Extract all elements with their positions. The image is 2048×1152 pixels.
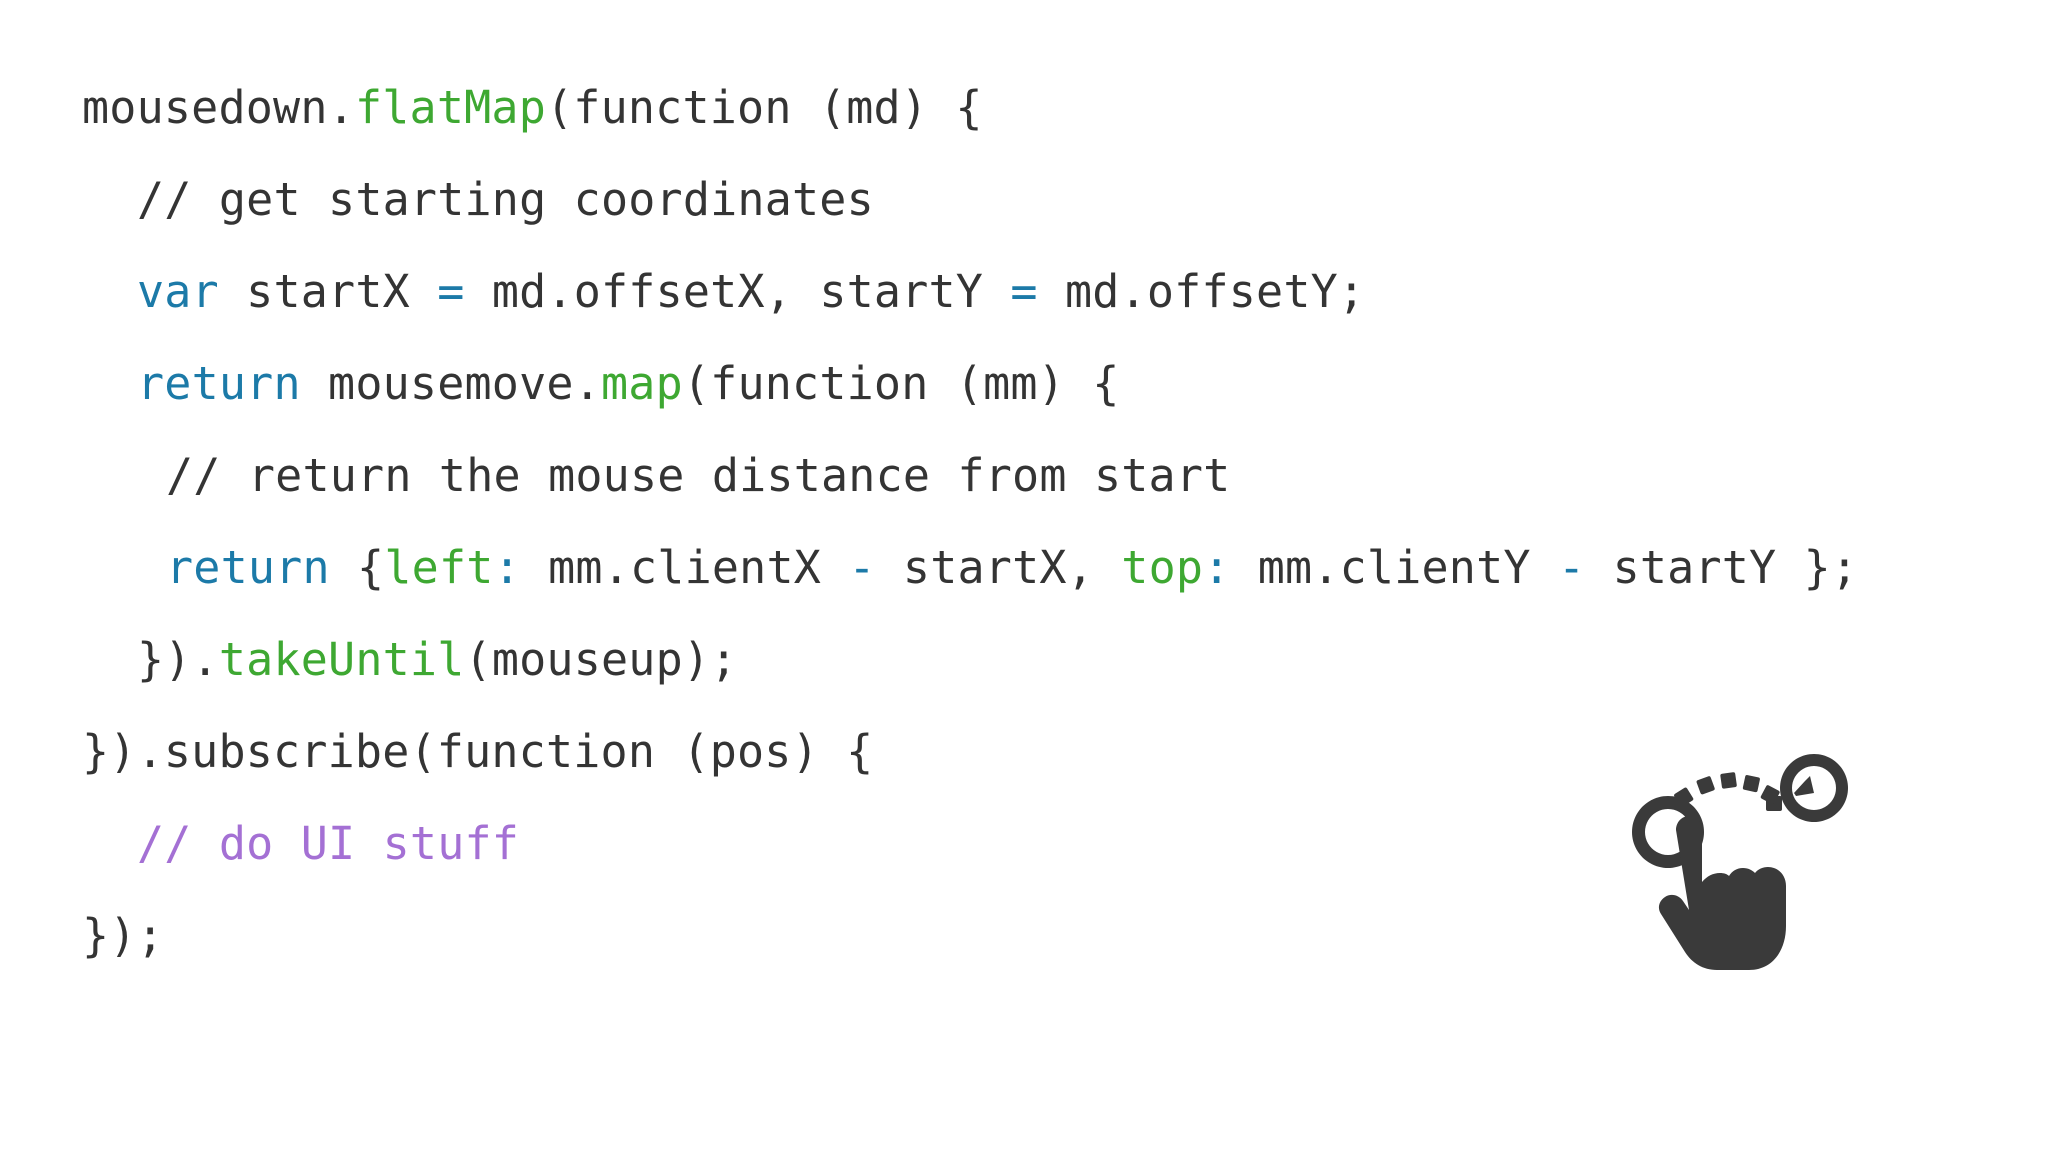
code-token-operator: = (1010, 265, 1038, 318)
code-token-property: top (1121, 541, 1204, 594)
code-token-operator: - (1557, 541, 1586, 594)
code-line: mousedown.flatMap(function (md) { (82, 62, 1982, 154)
code-token-plain: startX, (875, 541, 1122, 594)
code-line: }); (82, 890, 1982, 982)
code-token-operator: = (437, 265, 465, 318)
code-token-plain: (function (md) { (545, 81, 983, 134)
code-token-keyword: return (137, 357, 301, 410)
code-line: return mousemove.map(function (mm) { (82, 338, 1982, 430)
code-token-operator: - (848, 541, 876, 594)
code-token-plain: (mouseup); (464, 633, 738, 686)
code-token-comment: // get starting coordinates (137, 173, 874, 226)
code-token-plain: }). (137, 633, 219, 686)
code-token-plain: mousedown. (82, 81, 355, 134)
code-token-plain: }).subscribe(function (pos) { (82, 725, 874, 778)
code-token-keyword: var (137, 265, 219, 318)
code-token-plain: (function (mm) { (682, 357, 1120, 410)
code-token-property: left (384, 541, 494, 594)
code-token-method: takeUntil (218, 633, 465, 686)
code-line: var startX = md.offsetX, startY = md.off… (82, 246, 1982, 338)
code-line: // get starting coordinates (82, 154, 1982, 246)
code-token-plain: }); (82, 909, 164, 962)
code-token-plain: md.offsetY; (1037, 265, 1366, 318)
code-token-plain: { (329, 541, 385, 594)
code-token-operator: : (493, 541, 521, 594)
code-token-plain: mm.clientY (1230, 541, 1558, 594)
code-token-method: map (600, 357, 683, 410)
code-token-plain: md.offsetX, startY (464, 265, 1011, 318)
code-line: }).subscribe(function (pos) { (82, 706, 1982, 798)
code-line: // do UI stuff (82, 798, 1982, 890)
code-token-comment: // return the mouse distance from start (166, 449, 1231, 502)
code-token-plain: mousemove. (300, 357, 601, 410)
code-token-operator: : (1203, 541, 1231, 594)
code-line: }).takeUntil(mouseup); (82, 614, 1982, 706)
code-token-plain: mm.clientX (520, 541, 849, 594)
code-line: // return the mouse distance from start (82, 430, 1982, 522)
code-block: mousedown.flatMap(function (md) { // get … (82, 62, 1982, 982)
drag-gesture-icon (1618, 752, 1878, 982)
code-token-keyword: return (166, 541, 330, 594)
code-token-method: flatMap (354, 81, 546, 134)
code-token-plain: startX (218, 265, 438, 318)
code-token-plain: startY }; (1585, 541, 1859, 594)
code-line: return {left: mm.clientX - startX, top: … (82, 522, 1982, 614)
code-token-comment-accent: // do UI stuff (137, 817, 520, 870)
